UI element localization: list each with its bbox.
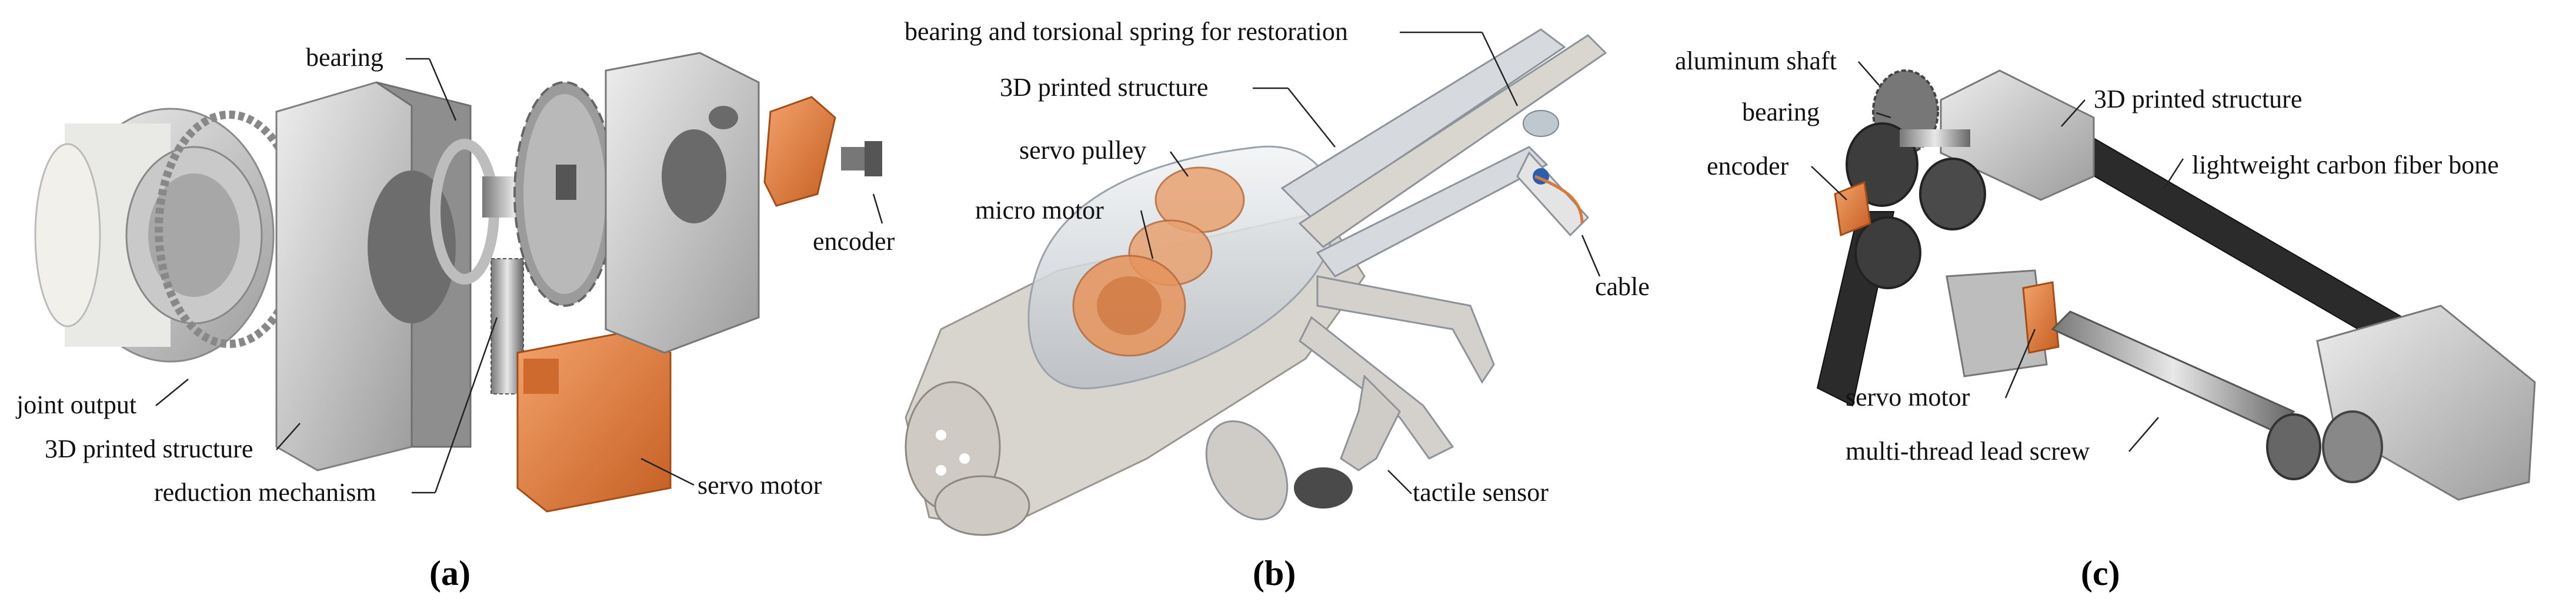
leader-printed-b <box>1287 88 1336 148</box>
label-spring: bearing and torsional spring for restora… <box>905 17 1348 46</box>
leader-encoder-a <box>872 193 883 224</box>
joint-output-part <box>34 108 275 363</box>
shaft-assembly-c <box>1846 69 1986 289</box>
servo-motor-a <box>516 328 672 513</box>
label-servo-pulley: servo pulley <box>1019 136 1146 165</box>
leader-micro-motor <box>1140 210 1154 259</box>
leader-printed-structure-a <box>276 423 301 450</box>
label-printed-structure-c: 3D printed structure <box>2094 85 2302 113</box>
label-bearing-c: bearing <box>1742 98 1820 126</box>
leader-bearing-c <box>1876 112 1891 119</box>
label-printed-structure-b: 3D printed structure <box>1000 73 1208 102</box>
leader-servo-c <box>2004 329 2036 399</box>
caption-c: (c) <box>2081 554 2120 593</box>
label-tactile-sensor: tactile sensor <box>1413 478 1549 507</box>
leader-cable <box>1581 235 1601 277</box>
leader-bearing-a-2 <box>428 58 457 121</box>
label-cable: cable <box>1595 272 1650 301</box>
leader-servo-a <box>640 457 695 486</box>
panel-b: bearing and torsional spring for restora… <box>905 17 1650 593</box>
leader-joint-output <box>155 379 189 406</box>
caption-a: (a) <box>429 554 471 593</box>
leader-encoder-c <box>1811 166 1847 200</box>
panel-c: aluminum shaft bearing encoder 3D printe… <box>1675 46 2536 593</box>
printed-structure-c <box>1940 69 2536 501</box>
encoder-a <box>841 141 882 176</box>
encoder-bracket <box>763 96 836 207</box>
servo-pulley-b <box>1128 166 1245 286</box>
leader-carbon-bone <box>2163 158 2184 189</box>
leader-pulley <box>1169 151 1189 177</box>
label-servo-motor-c: servo motor <box>1846 383 1970 412</box>
label-aluminum-shaft: aluminum shaft <box>1675 46 1837 75</box>
label-reduction: reduction mechanism <box>154 478 376 507</box>
servo-motor-c <box>1946 269 2060 377</box>
panel-a: bearing encoder joint output 3D printed … <box>15 43 895 593</box>
label-lead-screw: multi-thread lead screw <box>1846 437 2090 466</box>
micro-motor-b <box>1072 255 1186 357</box>
label-encoder-c: encoder <box>1707 152 1789 180</box>
label-joint-output: joint output <box>15 390 136 419</box>
encoder-c <box>1834 180 1871 237</box>
leader-spring <box>1481 32 1519 106</box>
label-printed-structure-a: 3D printed structure <box>45 434 253 463</box>
lead-screw-c <box>2051 310 2383 483</box>
label-micro-motor: micro motor <box>975 196 1104 225</box>
label-carbon-bone: lightweight carbon fiber bone <box>2192 150 2499 179</box>
leader-lead-screw <box>2128 417 2159 452</box>
cover-plate <box>605 52 760 354</box>
leader-printed-c <box>2061 99 2086 127</box>
caption-b: (b) <box>1253 554 1296 593</box>
leader-reduction <box>434 317 498 493</box>
fingers <box>1205 28 1607 521</box>
printed-structure-bracket <box>275 81 472 471</box>
label-bearing-a: bearing <box>306 43 383 72</box>
leader-tactile <box>1387 470 1412 494</box>
leader-aluminum-shaft <box>1858 61 1880 86</box>
label-encoder-a: encoder <box>813 227 895 256</box>
label-servo-motor-a: servo motor <box>698 471 822 500</box>
